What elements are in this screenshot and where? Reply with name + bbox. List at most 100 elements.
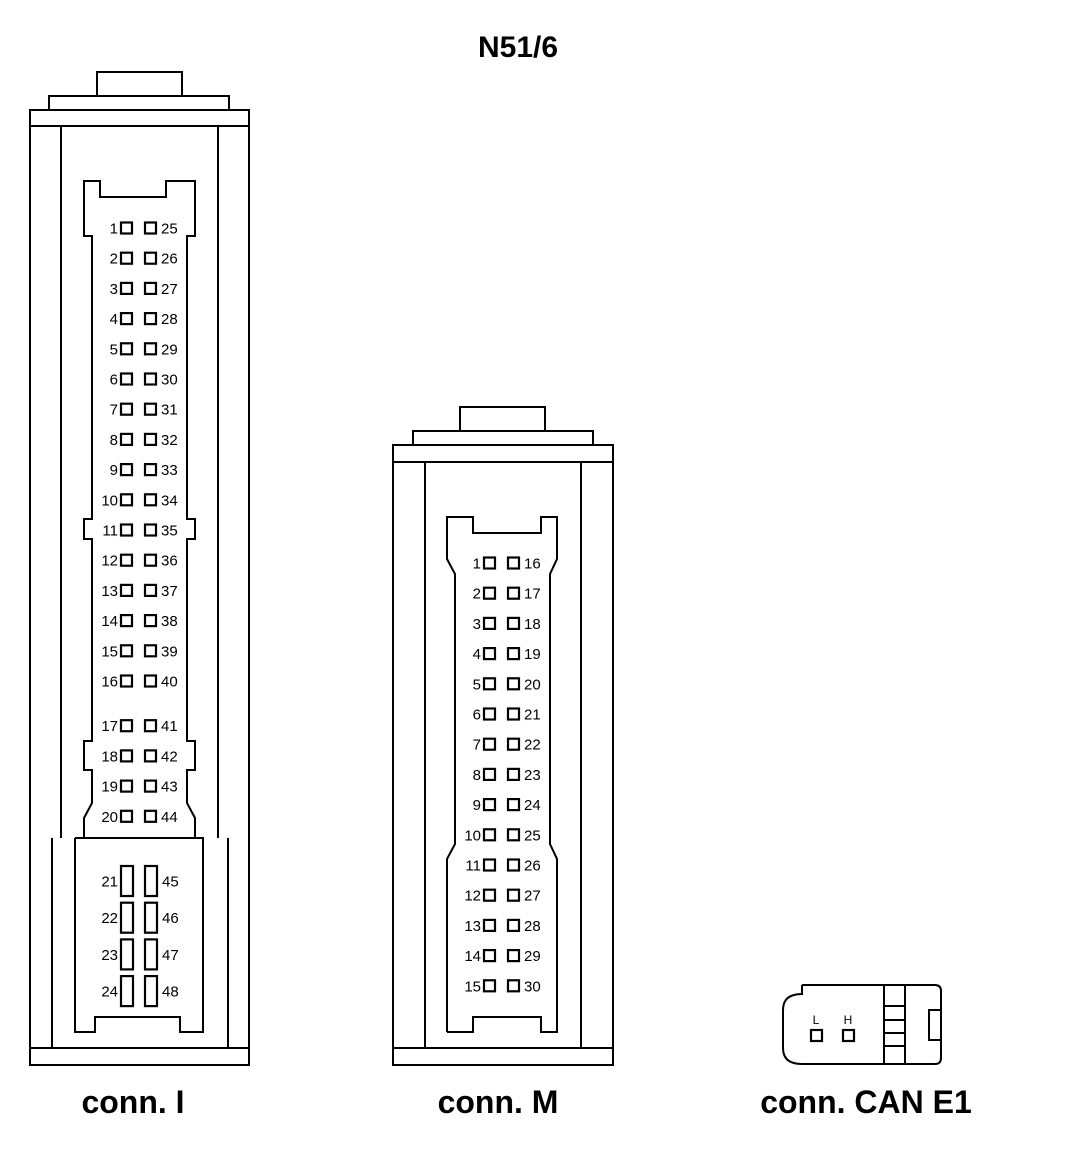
power-pin-cavity bbox=[119, 938, 135, 971]
pin-cavity bbox=[143, 749, 158, 763]
pin-cavity bbox=[506, 737, 521, 751]
pin-cavity bbox=[482, 677, 497, 691]
pin-cavity bbox=[143, 644, 158, 658]
pin-cavity bbox=[119, 613, 134, 628]
pin-cavity bbox=[143, 674, 158, 688]
pin-number: 48 bbox=[162, 984, 179, 1001]
pin-number: 30 bbox=[524, 978, 541, 995]
pin-number: 7 bbox=[110, 402, 118, 419]
pin-number: 18 bbox=[101, 748, 118, 765]
pin-cavity bbox=[482, 737, 497, 751]
pin-number: 31 bbox=[161, 402, 178, 419]
pin-number: 29 bbox=[161, 341, 178, 358]
pin-number: 1 bbox=[473, 556, 481, 573]
pin-number: 2 bbox=[473, 586, 481, 603]
pin-number: 14 bbox=[101, 613, 118, 630]
pin-cavity bbox=[506, 556, 521, 570]
pin-cavity bbox=[482, 707, 497, 721]
pin-cavity bbox=[506, 828, 521, 842]
pin-number: 20 bbox=[101, 809, 118, 826]
pin-cavity bbox=[119, 402, 134, 416]
pin-number: 40 bbox=[161, 674, 178, 691]
pin-number: 28 bbox=[524, 918, 541, 935]
pin-cavity bbox=[143, 809, 158, 823]
pin-number: 4 bbox=[110, 311, 118, 328]
pin-number: 17 bbox=[524, 586, 541, 603]
pin-cavity bbox=[119, 749, 134, 763]
pin-cavity bbox=[506, 888, 521, 902]
pin-number: 13 bbox=[101, 583, 118, 600]
pin-cavity bbox=[119, 583, 134, 598]
pin-cavity bbox=[143, 719, 158, 733]
pin-cavity bbox=[119, 372, 134, 386]
pin-number: 45 bbox=[162, 874, 179, 891]
pin-number: 19 bbox=[524, 646, 541, 663]
pin-cavity bbox=[482, 646, 497, 661]
connector-can-e1-housing bbox=[782, 984, 942, 1065]
pin-number: 22 bbox=[101, 910, 118, 927]
pin-number: 44 bbox=[161, 809, 178, 826]
pin-number: 18 bbox=[524, 616, 541, 633]
pin-cavity bbox=[482, 586, 497, 600]
pin-number: 9 bbox=[473, 797, 481, 814]
pin-cavity bbox=[482, 828, 497, 842]
pin-cavity bbox=[482, 948, 497, 963]
can-pin-label: L bbox=[813, 1013, 820, 1027]
pin-cavity bbox=[143, 251, 158, 265]
pin-number: 21 bbox=[101, 874, 118, 891]
pin-cavity bbox=[143, 779, 158, 793]
pin-number: 6 bbox=[473, 707, 481, 724]
pin-number: 10 bbox=[101, 492, 118, 509]
pin-cavity bbox=[143, 221, 158, 235]
connector-i-housing bbox=[29, 71, 250, 1066]
pin-cavity bbox=[506, 586, 521, 600]
pin-cavity bbox=[143, 402, 158, 416]
connector-can-e1: L H conn. CAN E1 bbox=[760, 984, 972, 1120]
power-pin-cavity bbox=[119, 864, 135, 898]
pin-number: 16 bbox=[101, 674, 118, 691]
pin-cavity bbox=[506, 948, 521, 963]
power-pin-cavity bbox=[143, 938, 159, 971]
pin-cavity bbox=[143, 281, 158, 295]
pin-number: 26 bbox=[161, 251, 178, 268]
pin-cavity bbox=[143, 372, 158, 386]
pin-number: 27 bbox=[161, 281, 178, 298]
pin-number: 29 bbox=[524, 948, 541, 965]
pin-cavity bbox=[506, 707, 521, 721]
pin-cavity bbox=[119, 523, 134, 537]
pin-cavity bbox=[119, 221, 134, 235]
pin-cavity bbox=[143, 432, 158, 446]
pin-number: 4 bbox=[473, 646, 481, 663]
pin-cavity bbox=[143, 493, 158, 507]
pin-number: 3 bbox=[110, 281, 118, 298]
pin-cavity bbox=[506, 918, 521, 933]
pin-cavity bbox=[506, 677, 521, 691]
pin-cavity bbox=[482, 616, 497, 631]
pin-cavity bbox=[119, 281, 134, 295]
pin-cavity bbox=[143, 523, 158, 537]
pin-cavity bbox=[506, 858, 521, 872]
pin-number: 20 bbox=[524, 676, 541, 693]
connector-m-caption: conn. M bbox=[438, 1084, 559, 1120]
pin-number: 1 bbox=[110, 221, 118, 238]
pin-number: 7 bbox=[473, 737, 481, 754]
pin-cavity bbox=[119, 342, 134, 356]
pin-cavity bbox=[143, 613, 158, 628]
pin-number: 23 bbox=[101, 947, 118, 964]
pin-number: 19 bbox=[101, 779, 118, 796]
connector-i-caption: conn. I bbox=[81, 1084, 184, 1120]
pin-cavity bbox=[506, 616, 521, 631]
pin-number: 46 bbox=[162, 910, 179, 927]
pin-number: 32 bbox=[161, 432, 178, 449]
pin-number: 33 bbox=[161, 462, 178, 479]
pin-number: 2 bbox=[110, 251, 118, 268]
pin-number: 12 bbox=[464, 888, 481, 905]
pin-number: 36 bbox=[161, 553, 178, 570]
pin-number: 35 bbox=[161, 523, 178, 540]
pin-cavity bbox=[482, 767, 497, 782]
pin-number: 5 bbox=[473, 676, 481, 693]
pin-number: 22 bbox=[524, 737, 541, 754]
